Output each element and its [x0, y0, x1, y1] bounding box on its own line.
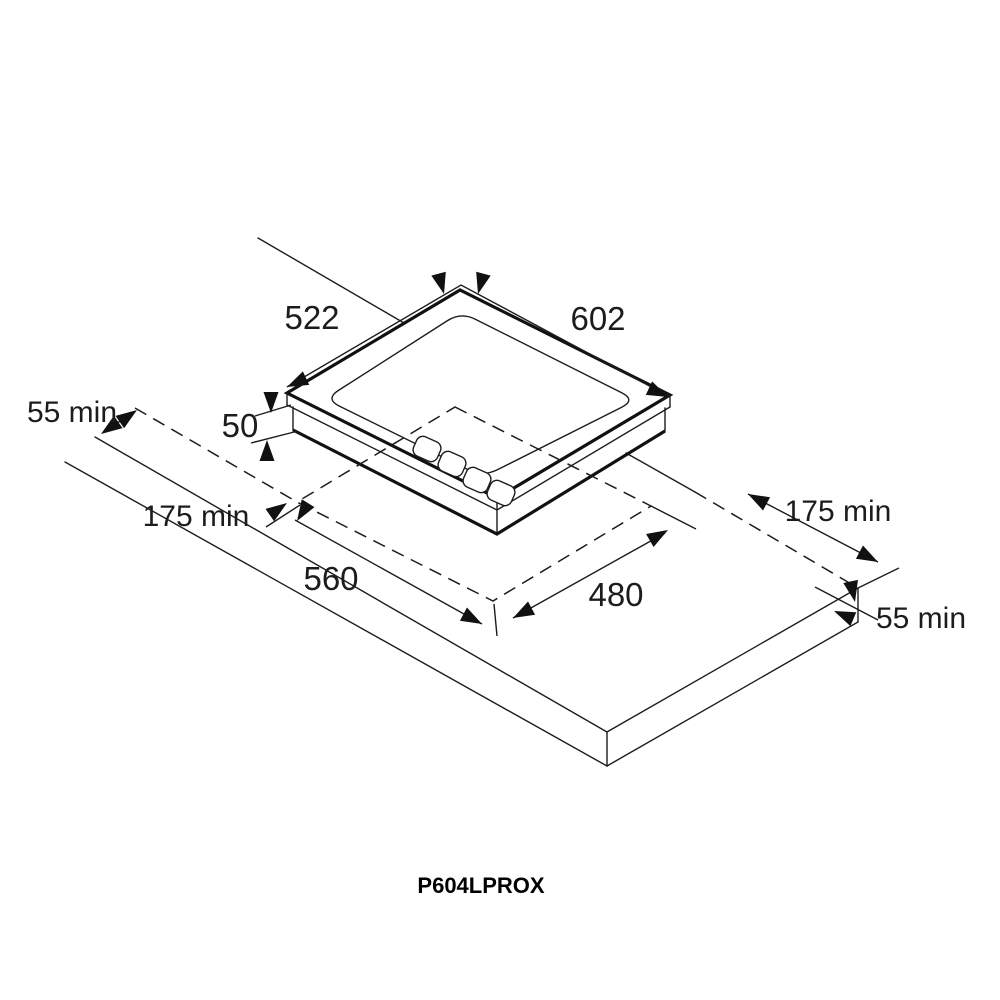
extension-line-cutout-edge-right — [814, 586, 879, 621]
arrowhead-602-end — [645, 381, 668, 397]
counter-front-right-top-edge — [606, 587, 859, 733]
extension-line-body-bottom — [250, 430, 299, 444]
extension-line-glass-bottom — [254, 404, 292, 417]
arrowhead-480-start — [513, 601, 536, 618]
label-side-clearance-left: 175 min — [143, 500, 250, 533]
cutout-rectangle — [295, 406, 653, 602]
arrowhead-50-top — [263, 392, 279, 413]
hob-glass-inner-outline — [331, 315, 630, 475]
arrowhead-560-end — [459, 607, 482, 624]
arrowhead-175L-end — [265, 503, 287, 522]
arrowhead-560-start — [297, 499, 315, 521]
label-edge-clearance-left: 55 min — [27, 396, 117, 429]
extension-line-cutout-left-corner — [265, 504, 301, 528]
extension-line-counter-right-corner — [857, 567, 900, 589]
knob-1 — [412, 435, 442, 463]
dimension-522-602: 522 602 — [284, 271, 671, 398]
knob-3 — [462, 466, 492, 494]
arrowhead-175R-end — [855, 545, 878, 562]
cutout-edge-extension-left — [134, 407, 298, 503]
dimension-50: 50 — [222, 392, 299, 461]
arrowhead-602-apex — [476, 271, 491, 294]
counter-back-edge-mid-segment — [625, 452, 696, 493]
dimension-55min-left: 55 min — [27, 396, 137, 434]
dimension-line-480 — [512, 532, 666, 619]
dimension-line-560 — [294, 519, 483, 625]
dimension-175min-right: 175 min — [747, 493, 900, 589]
extension-line-cutout-right-corner — [650, 505, 697, 530]
label-side-clearance-right: 175 min — [785, 495, 892, 528]
counter-front-left-top-edge — [94, 436, 608, 733]
counter-back-edge-dashed-segment — [694, 491, 859, 589]
arrowhead-480-end — [646, 530, 668, 547]
cutout-dashed-outline — [134, 406, 653, 602]
label-body-height: 50 — [222, 407, 259, 444]
dimension-560: 560 — [294, 499, 498, 637]
knob-2 — [437, 450, 467, 478]
extension-line-cutout-front-corner — [493, 603, 498, 637]
knob-4 — [486, 479, 516, 507]
arrowhead-50-bottom — [259, 440, 275, 461]
dimension-55min-right: 55 min — [814, 579, 966, 635]
countertop — [64, 237, 859, 767]
counter-front-left-bottom-edge — [64, 461, 608, 767]
hob-body-bottom-outline — [292, 428, 666, 536]
model-number: P604LPROX — [417, 873, 544, 898]
label-edge-clearance-right: 55 min — [876, 602, 966, 635]
arrowhead-175R-start — [748, 494, 771, 511]
dimension-480: 480 — [512, 505, 697, 619]
arrowhead-55R-up — [834, 611, 857, 627]
counter-front-right-bottom-edge — [606, 621, 859, 767]
control-knobs — [412, 435, 516, 507]
arrowhead-522-end — [287, 371, 310, 387]
label-hob-depth: 522 — [284, 299, 339, 336]
label-cutout-depth: 480 — [588, 576, 643, 613]
counter-back-edge-left-segment — [257, 237, 405, 324]
dimension-175min-left: 175 min — [143, 500, 301, 533]
arrowhead-522-apex — [431, 271, 446, 294]
arrowhead-55R-down — [843, 579, 858, 602]
arrowhead-55L-down — [101, 415, 123, 434]
label-cutout-width: 560 — [303, 560, 358, 597]
arrowhead-55L-up — [115, 410, 137, 429]
label-hob-width: 602 — [570, 300, 625, 337]
dimension-line-175-right — [747, 493, 879, 563]
dimension-line-top — [286, 284, 671, 398]
